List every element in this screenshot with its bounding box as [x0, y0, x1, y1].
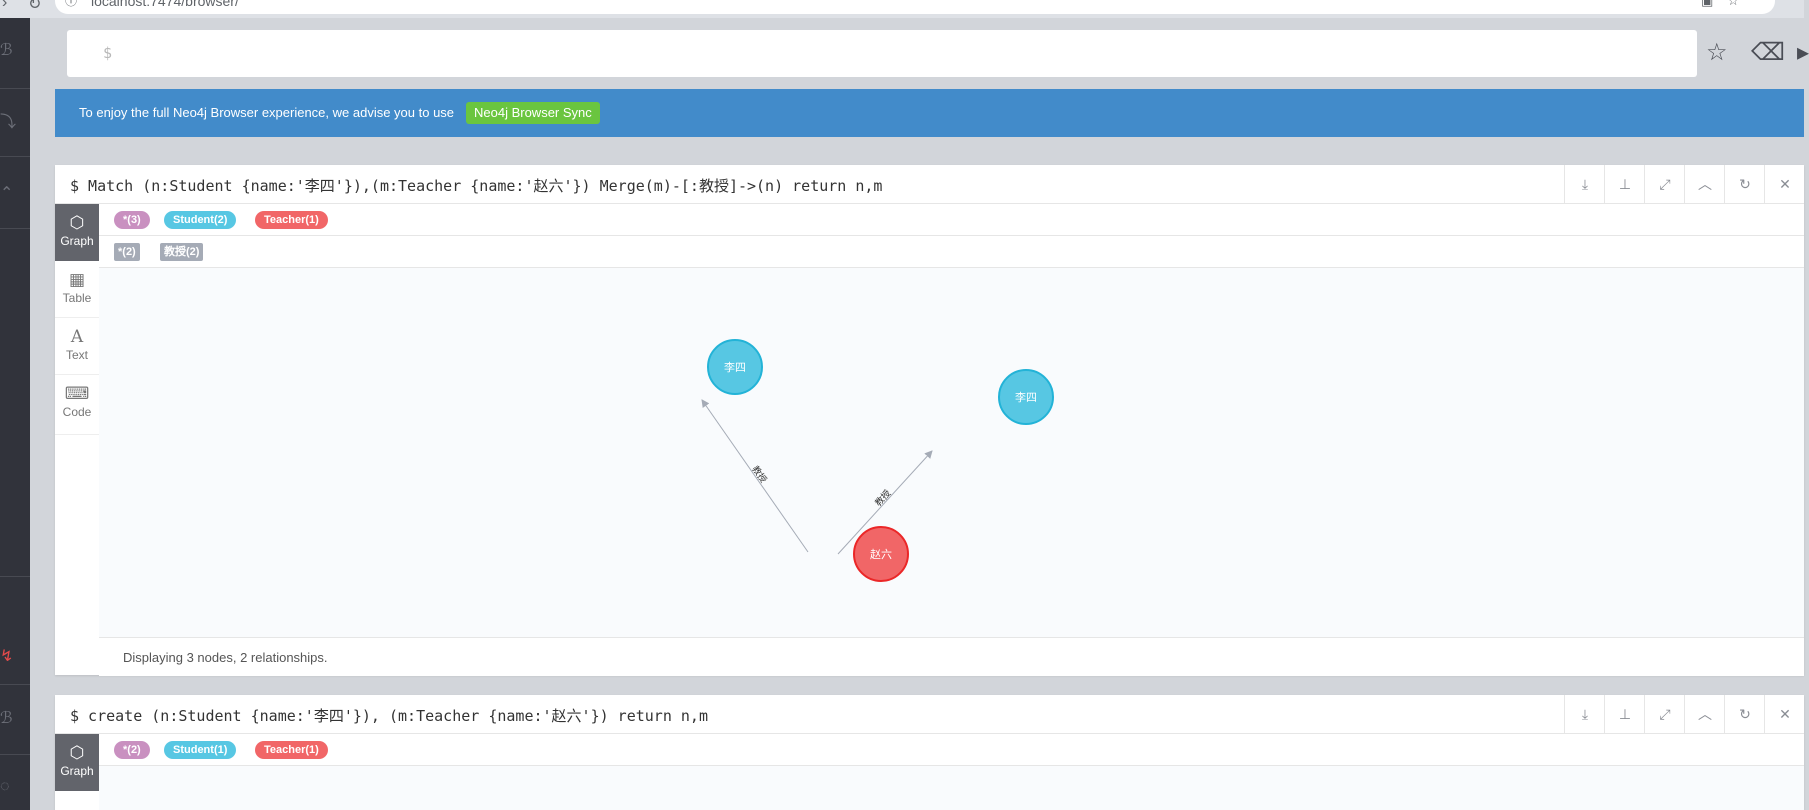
- banner-message: To enjoy the full Neo4j Browser experien…: [79, 105, 455, 120]
- rerun-icon[interactable]: ↻: [1724, 695, 1765, 733]
- browser-sync-button[interactable]: Neo4j Browser Sync: [466, 102, 600, 124]
- close-icon[interactable]: ✕: [1764, 695, 1805, 733]
- tab-text-label: Text: [65, 348, 88, 362]
- graph-canvas[interactable]: [99, 766, 1804, 810]
- fullscreen-icon[interactable]: ⤢: [1644, 165, 1685, 203]
- run-icon[interactable]: ▸: [1797, 39, 1809, 66]
- neo4j-sidebar: ℬ ⤵ ⌃ ↯ ℬ ◌: [0, 18, 30, 810]
- graph-svg[interactable]: 教授 教授 李四 李四 赵六: [99, 268, 1804, 637]
- collapse-icon[interactable]: ︿: [1684, 165, 1725, 203]
- relationship-label: 教授: [872, 487, 893, 508]
- info-icon[interactable]: ⓘ: [65, 0, 78, 8]
- frame-status-bar: Displaying 3 nodes, 2 relationships.: [99, 637, 1804, 676]
- address-bar[interactable]: ⓘ localhost:7474/browser/ ▣☆: [55, 0, 1775, 14]
- node-label-row: *(2) Student(1) Teacher(1): [99, 734, 1804, 766]
- bookmark-star-icon[interactable]: ☆: [1727, 0, 1753, 8]
- tab-table-label: Table: [62, 291, 92, 305]
- translate-icon[interactable]: ▣: [1701, 0, 1728, 8]
- eraser-icon[interactable]: ⌫: [1751, 39, 1785, 66]
- frame-status-text: Displaying 3 nodes, 2 relationships.: [123, 650, 328, 665]
- sync-banner: To enjoy the full Neo4j Browser experien…: [55, 89, 1804, 137]
- rel-type-teaches[interactable]: 教授(2): [160, 243, 204, 261]
- connection-status-icon[interactable]: ↯: [0, 648, 14, 665]
- favorite-star-icon[interactable]: ☆: [1706, 39, 1728, 66]
- tab-text[interactable]: A Text: [55, 318, 99, 375]
- frame-actions: ⤓ ⊥ ⤢ ︿ ↻ ✕: [1564, 165, 1804, 203]
- node-label-row: *(3) Student(2) Teacher(1): [99, 204, 1804, 236]
- graph-node-caption: 李四: [1015, 390, 1037, 404]
- rerun-icon[interactable]: ↻: [1724, 165, 1765, 203]
- graph-icon: ⬡: [69, 743, 85, 762]
- tab-graph[interactable]: ⬡ Graph: [55, 204, 99, 261]
- favorites-icon[interactable]: ⤵: [0, 114, 17, 131]
- tab-graph[interactable]: ⬡ Graph: [55, 734, 99, 791]
- code-icon: ⌨: [64, 384, 90, 403]
- frame-header: $ create (n:Student {name:'李四'}), (m:Tea…: [55, 695, 1804, 734]
- close-icon[interactable]: ✕: [1764, 165, 1805, 203]
- relationship-label: 教授: [749, 463, 769, 485]
- frame-actions: ⤓ ⊥ ⤢ ︿ ↻ ✕: [1564, 695, 1804, 733]
- node-label-teacher[interactable]: Teacher(1): [255, 741, 328, 759]
- node-label-all[interactable]: *(3): [114, 211, 150, 229]
- tab-graph-label: Graph: [60, 764, 94, 778]
- relationship-edge[interactable]: [701, 399, 809, 553]
- result-frame-1: $ Match (n:Student {name:'李四'}),(m:Teach…: [55, 165, 1804, 676]
- graph-node-student[interactable]: [998, 369, 1054, 425]
- download-icon[interactable]: ⤓: [1564, 695, 1605, 733]
- address-text: localhost:7474/browser/: [91, 0, 239, 9]
- cypher-editor[interactable]: $: [67, 30, 1697, 77]
- graph-node-student[interactable]: [707, 339, 763, 395]
- pin-icon[interactable]: ⊥: [1604, 695, 1645, 733]
- graph-node-teacher[interactable]: [853, 526, 909, 582]
- table-icon: ▦: [68, 270, 86, 289]
- frame-view-tabs: ⬡ Graph: [55, 734, 100, 810]
- settings-icon[interactable]: ℬ: [0, 710, 13, 727]
- back-icon[interactable]: ›: [2, 0, 8, 11]
- rel-type-row: *(2) 教授(2): [99, 236, 1804, 268]
- graph-icon: ⬡: [69, 213, 85, 232]
- address-actions: ▣☆: [1701, 0, 1753, 14]
- text-icon: A: [70, 327, 84, 347]
- tab-code[interactable]: ⌨ Code: [55, 375, 99, 435]
- about-icon[interactable]: ◌: [0, 778, 10, 795]
- tab-graph-label: Graph: [60, 234, 94, 248]
- frame-command[interactable]: $ create (n:Student {name:'李四'}), (m:Tea…: [70, 707, 708, 725]
- download-icon[interactable]: ⤓: [1564, 165, 1605, 203]
- node-label-student[interactable]: Student(2): [164, 211, 237, 229]
- graph-node-caption: 赵六: [870, 547, 892, 561]
- relationship-edge[interactable]: [837, 450, 933, 555]
- tab-table[interactable]: ▦ Table: [55, 261, 99, 318]
- editor-prompt: $: [103, 44, 113, 62]
- fullscreen-icon[interactable]: ⤢: [1644, 695, 1685, 733]
- browser-chrome: › ↻ ⓘ localhost:7474/browser/ ▣☆: [0, 0, 1804, 18]
- node-label-teacher[interactable]: Teacher(1): [255, 211, 328, 229]
- frame-view-tabs: ⬡ Graph ▦ Table A Text ⌨ Code: [55, 204, 100, 675]
- frame-header: $ Match (n:Student {name:'李四'}),(m:Teach…: [55, 165, 1804, 204]
- frame-command[interactable]: $ Match (n:Student {name:'李四'}),(m:Teach…: [70, 177, 883, 195]
- graph-canvas[interactable]: 教授 教授 李四 李四 赵六: [99, 268, 1804, 637]
- node-label-student[interactable]: Student(1): [164, 741, 237, 759]
- pin-icon[interactable]: ⊥: [1604, 165, 1645, 203]
- collapse-icon[interactable]: ︿: [1684, 695, 1725, 733]
- rel-type-all[interactable]: *(2): [114, 243, 140, 261]
- result-frame-2: $ create (n:Student {name:'李四'}), (m:Tea…: [55, 695, 1804, 810]
- documents-icon[interactable]: ⌃: [0, 185, 14, 202]
- reload-icon[interactable]: ↻: [28, 0, 42, 13]
- tab-code-label: Code: [62, 405, 92, 419]
- database-icon[interactable]: ℬ: [0, 42, 13, 59]
- node-label-all[interactable]: *(2): [114, 741, 150, 759]
- graph-node-caption: 李四: [724, 360, 746, 374]
